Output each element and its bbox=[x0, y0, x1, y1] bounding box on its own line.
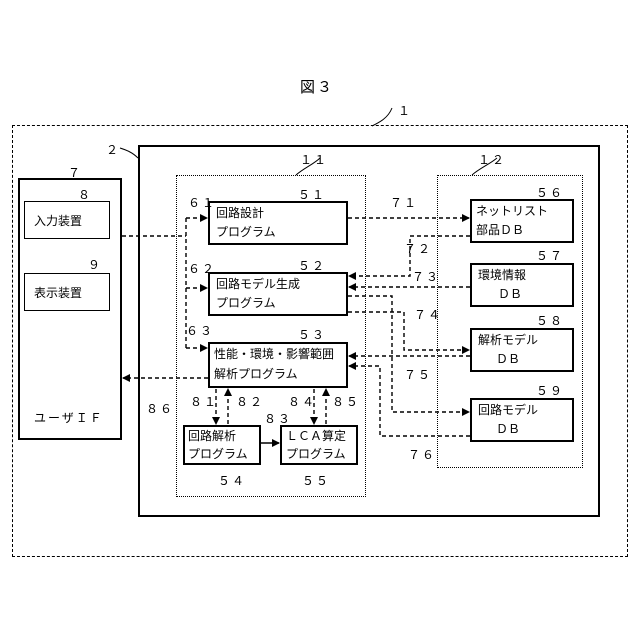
ref-82: ８２ bbox=[236, 395, 264, 409]
ref-81: ８１ bbox=[190, 395, 218, 409]
ref-63: ６３ bbox=[186, 324, 214, 338]
ref-73: ７３ bbox=[412, 270, 440, 284]
ref-72: ７２ bbox=[404, 242, 432, 256]
arrow-74 bbox=[348, 312, 469, 350]
arrow-75b bbox=[348, 296, 469, 412]
ref-71: ７１ bbox=[390, 196, 418, 210]
ref-61: ６１ bbox=[188, 196, 216, 210]
ref-83: ８３ bbox=[264, 412, 292, 426]
ref-76: ７６ bbox=[408, 448, 436, 462]
ref-84: ８４ bbox=[288, 395, 316, 409]
ref-75: ７５ bbox=[404, 368, 432, 382]
ref-86: ８６ bbox=[146, 402, 174, 416]
ref-62: ６２ bbox=[188, 262, 216, 276]
ref-74: ７４ bbox=[414, 308, 442, 322]
ref-85: ８５ bbox=[332, 395, 360, 409]
